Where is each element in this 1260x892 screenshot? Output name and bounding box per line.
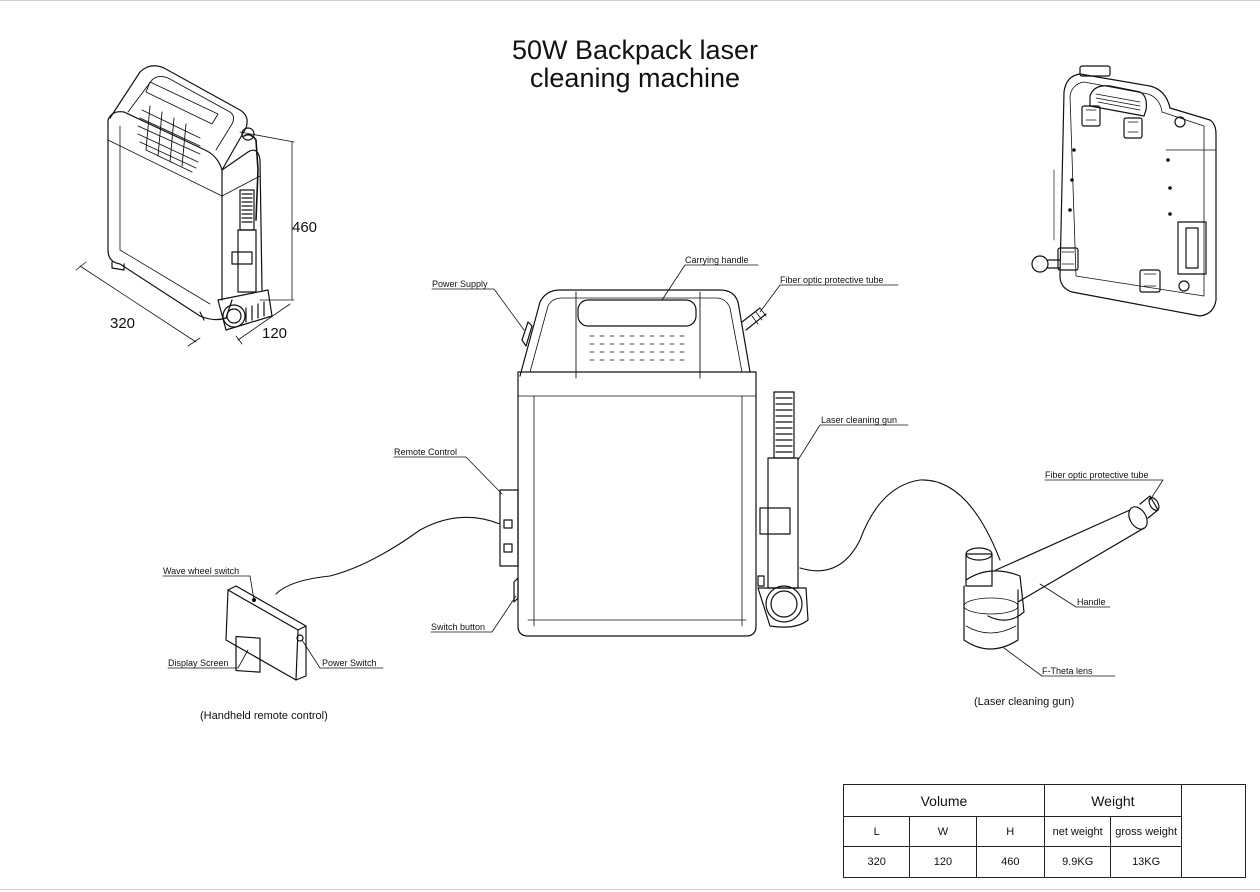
title-line-2: cleaning machine [529,63,741,93]
dim-height-label: 460 [292,219,317,236]
label-fiber-tube-main: Fiber optic protective tube [780,275,884,285]
label-handle: Handle [1077,597,1106,607]
label-laser-gun: Laser cleaning gun [821,415,897,425]
length-value: 320 [842,846,911,878]
sheet-bottom-border [0,889,1260,890]
label-fiber-tube-gun: Fiber optic protective tube [1045,470,1149,480]
callout-leaders [162,264,1164,677]
caption-remote: (Handheld remote control) [200,710,328,722]
gross-weight-value: 13KG [1110,846,1182,878]
label-wave-wheel-switch: Wave wheel switch [163,566,239,576]
title-line-1: 50W Backpack laser [511,35,759,65]
vent-grid [137,105,201,173]
col-net-weight-header: net weight [1043,816,1112,847]
sheet-top-border [0,0,1260,1]
dim-length-label: 320 [110,315,135,332]
spec-table-blank-cell [1180,784,1247,878]
dim-width-label: 120 [262,325,287,342]
vent-slots [589,335,685,361]
iso-gun [217,189,273,331]
height-value: 460 [975,846,1045,878]
label-power-supply: Power Supply [432,279,488,289]
page-title: 50W Backpack laser cleaning machine [430,36,840,92]
width-value: 120 [909,846,977,878]
col-height-header: H [975,816,1045,847]
caption-gun: (Laser cleaning gun) [974,696,1074,708]
col-width-header: W [909,816,977,847]
spec-table: Volume Weight L W H net weight gross wei… [842,784,1247,878]
label-display-screen: Display Screen [168,658,229,668]
front-view [275,289,1001,637]
label-f-theta-lens: F-Theta lens [1042,666,1093,676]
label-carrying-handle: Carrying handle [685,255,749,265]
back-view [1031,65,1217,317]
laser-gun-drawing [963,495,1160,650]
label-remote-control: Remote Control [394,447,457,457]
weight-header: Weight [1043,784,1182,817]
col-length-header: L [842,816,911,847]
col-gross-weight-header: gross weight [1110,816,1182,847]
net-weight-value: 9.9KG [1043,846,1112,878]
remote-control-drawing [225,585,307,681]
label-switch-button: Switch button [431,622,485,632]
label-power-switch: Power Switch [322,658,377,668]
volume-header: Volume [843,784,1045,817]
isometric-view: 460 320 120 [75,65,317,347]
